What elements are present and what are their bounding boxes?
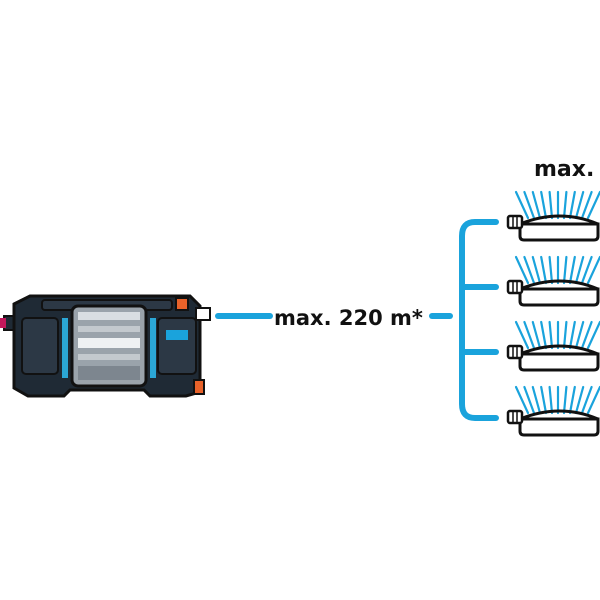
oscillating-sprinkler-icon [506, 255, 600, 307]
oscillating-sprinkler-icon [506, 190, 600, 242]
distance-label: max. 220 m* [274, 306, 423, 330]
garden-pump-icon [0, 294, 211, 398]
oscillating-sprinkler-icon [506, 320, 600, 372]
hose-manifold [459, 219, 499, 421]
sprinkler-group [506, 190, 600, 437]
oscillating-sprinkler-icon [506, 385, 600, 437]
count-label: max. [534, 157, 594, 182]
